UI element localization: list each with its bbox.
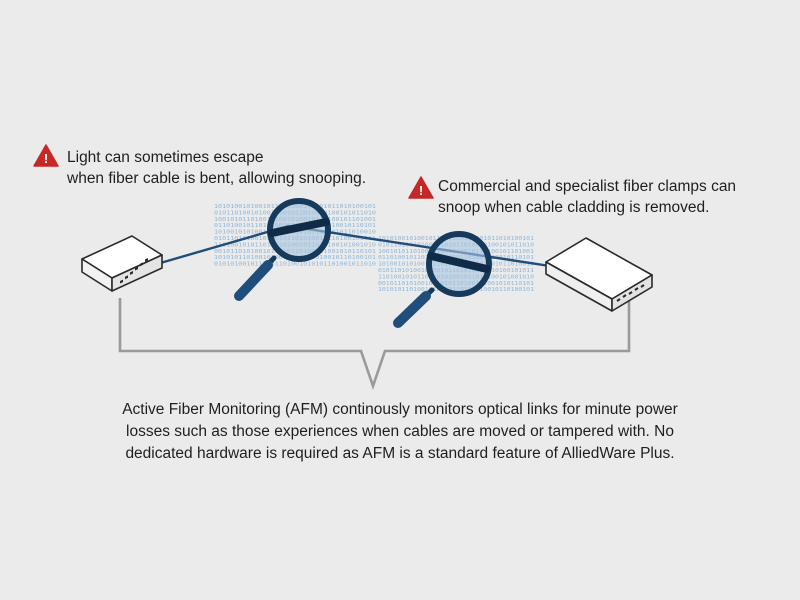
description-line: dedicated hardware is required as AFM is… xyxy=(125,445,675,462)
warning-glyph: ! xyxy=(44,151,48,166)
network-switch-icon xyxy=(545,237,653,312)
magnifying-glass-icon xyxy=(234,198,331,301)
warning-triangle-icon: ! xyxy=(33,144,59,167)
callout-line: Light can sometimes escape xyxy=(67,149,264,166)
callout-fiber-clamps: Commercial and specialist fiber clamps c… xyxy=(438,176,736,218)
afm-description: Active Fiber Monitoring (AFM) continousl… xyxy=(40,399,760,465)
callout-line: Commercial and specialist fiber clamps c… xyxy=(438,178,737,195)
callout-line: snoop when cable cladding is removed. xyxy=(438,199,710,216)
network-switch-icon xyxy=(81,235,163,292)
description-line: losses such as those experiences when ca… xyxy=(126,423,674,440)
callout-line: when fiber cable is bent, allowing snoop… xyxy=(67,170,366,187)
warning-glyph: ! xyxy=(419,183,423,198)
binary-row: 0101010010110101101001010101101001011010 xyxy=(214,262,376,268)
description-line: Active Fiber Monitoring (AFM) continousl… xyxy=(122,401,678,418)
callout-bend-snooping: Light can sometimes escape when fiber ca… xyxy=(67,147,366,189)
bracket xyxy=(118,298,631,391)
magnifying-glass-icon xyxy=(393,231,492,328)
warning-triangle-icon: ! xyxy=(408,176,434,199)
